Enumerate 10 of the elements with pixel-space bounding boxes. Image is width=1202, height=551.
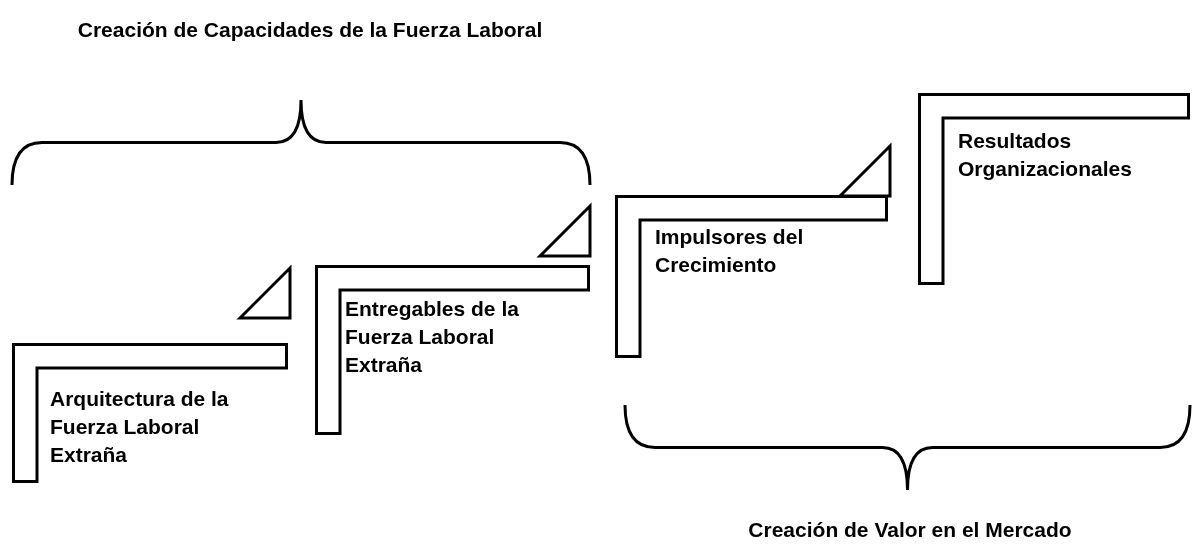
step-label: Impulsores del Crecimiento [655, 224, 805, 278]
step-shape [12, 343, 288, 483]
step-label: Arquitectura de la Fuerza Laboral Extraña [50, 386, 230, 468]
step-shape [918, 93, 1190, 285]
bracket-label: Creación de Capacidades de la Fuerza Laboral [76, 17, 544, 43]
bracket-label: Creación de Valor en el Mercado [747, 517, 1073, 543]
step-label: Resultados Organizacionales [958, 128, 1133, 182]
step-shape [315, 265, 590, 435]
step-label: Entregables de la Fuerza Laboral Extraña [345, 296, 520, 378]
step-shape [615, 195, 888, 358]
